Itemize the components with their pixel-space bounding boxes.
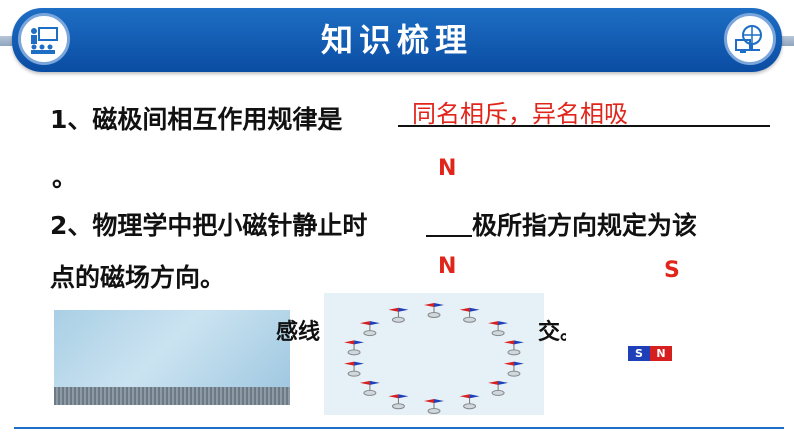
steel-bar [54, 387, 290, 405]
compass-needle [424, 303, 444, 318]
compass-needle [388, 307, 409, 323]
globe-computer-icon [724, 13, 776, 65]
page-title: 知识梳理 [320, 21, 473, 59]
compass-needle [344, 361, 365, 377]
compass-needle [488, 380, 509, 396]
iron-filings-image [54, 310, 290, 405]
magnet-s-pole: S [628, 346, 650, 361]
bar-magnet-image: S N [566, 293, 742, 415]
title-banner: 知识梳理 [12, 8, 782, 72]
compass-needle [503, 340, 524, 356]
compass-needle [359, 380, 380, 396]
compass-needle [488, 321, 509, 337]
question-2-line1: 2、物理学中把小磁针静止时 [50, 211, 368, 240]
compass-needle [388, 394, 409, 410]
compass-needle [344, 340, 365, 356]
question-1-text: 1、磁极间相互作用规律是 [50, 105, 343, 134]
partial-text-left: 感线 [276, 320, 321, 345]
question-2-blank [426, 235, 472, 237]
question-2-line2: 点的磁场方向。 [50, 263, 226, 292]
compass-needle [459, 394, 480, 410]
question-2-line1-after: 极所指方向规定为该 [472, 211, 698, 240]
answer-letter-s: S [664, 258, 680, 283]
presentation-icon [18, 13, 70, 65]
answer-letter-n-1: N [438, 156, 457, 181]
compass-needle [359, 321, 380, 337]
compass-ring-image [324, 293, 544, 415]
compass-needle [459, 307, 480, 323]
answer-letter-n-2: N [438, 254, 457, 279]
compass-needle [503, 361, 524, 377]
question-1-answer: 同名相斥，异名相吸 [412, 100, 628, 128]
magnet-n-pole: N [650, 346, 672, 361]
footer-line [14, 427, 784, 429]
compass-needle [424, 399, 444, 414]
question-1-blank [398, 125, 770, 127]
question-1-period: 。 [52, 163, 78, 192]
